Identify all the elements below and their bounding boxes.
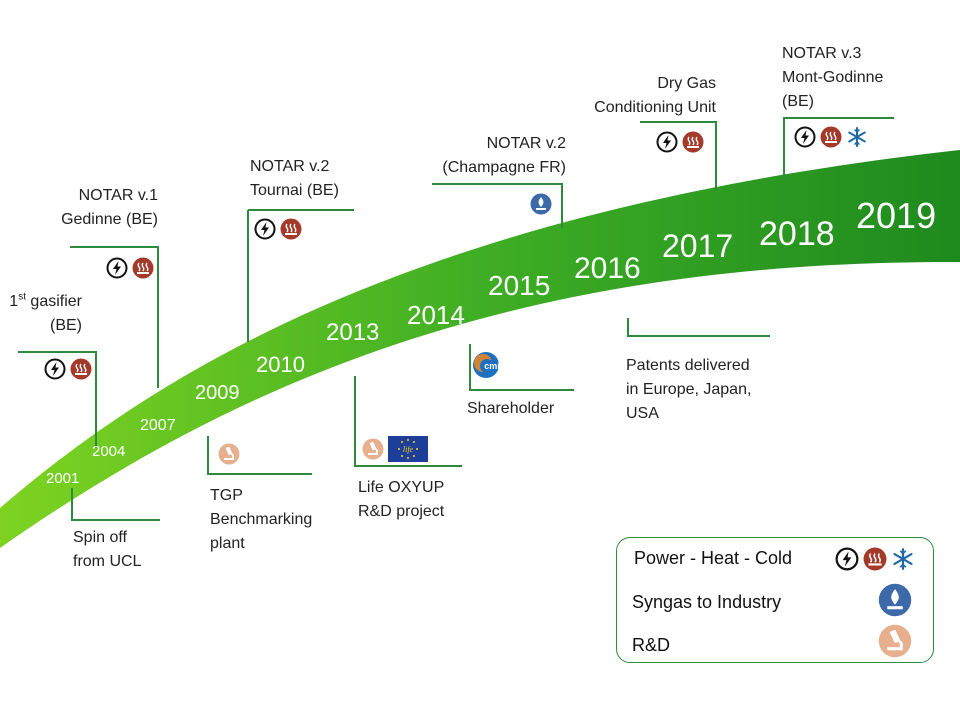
legend-syngas: Syngas to Industry [632,592,782,612]
connector-patents [627,318,770,337]
svg-text:life: life [403,445,414,454]
year-label: 2007 [140,417,176,434]
connector-dry-gas [640,121,717,190]
legend: Power - Heat - Cold Syngas to Industry R… [616,537,934,663]
cmi-logo: cmi [473,352,500,378]
year-label: 2015 [488,270,551,301]
cold-icon [893,548,913,570]
milestone-shareholder: Shareholder [467,400,555,417]
rd-icon [218,443,240,465]
cold-icon [848,127,866,147]
power-icon [106,257,128,279]
milestone-notar-v2-tournai: NOTAR v.2 Tournai (BE) [250,158,339,199]
rd-icon [362,438,384,460]
connector-life-oxyup [354,376,462,467]
power-icon [44,358,66,380]
legend-icons-power-heat-cold [835,547,915,571]
eu-life-logo: life [388,436,428,462]
year-label: 2004 [92,443,126,460]
heat-icon [70,358,92,380]
milestone-patents: Patents delivered in Europe, Japan, USA [626,357,752,422]
icons-notar-v2-champagne [530,193,552,215]
year-label: 2010 [256,352,305,377]
connector-notar-v3 [783,117,894,178]
year-label: 2013 [326,319,380,346]
connector-tgp [207,436,312,475]
connector-gasifier [18,351,97,448]
power-icon [794,126,816,148]
power-icon [656,131,678,153]
icons-notar-v1 [106,257,154,279]
year-label: 2001 [46,470,80,487]
year-label: 2018 [759,215,835,253]
legend-power-heat-cold: Power - Heat - Cold [634,548,793,568]
legend-rd: R&D [632,635,671,655]
heat-icon [863,547,887,571]
icons-dry-gas [656,131,704,153]
milestone-notar-v1: NOTAR v.1 Gedinne (BE) [61,187,158,228]
milestone-notar-v2-champagne: NOTAR v.2 (Champagne FR) [442,135,566,176]
year-label: 2019 [856,195,937,236]
year-label: 2017 [662,228,734,264]
milestone-gasifier: 1st gasifier (BE) [9,291,82,334]
icons-notar-v2-tournai [254,218,302,240]
milestone-tgp: TGP Benchmarking plant [210,487,313,552]
rd-icon [878,624,912,658]
syngas-icon [878,583,912,617]
power-icon [254,218,276,240]
milestone-life-oxyup: Life OXYUP R&D project [358,479,445,520]
icons-shareholder: cmi [471,350,507,380]
syngas-icon [530,193,552,215]
year-label: 2009 [195,382,240,404]
timeline-arc [0,150,960,548]
connectors [18,117,894,521]
icons-gasifier [44,358,92,380]
milestone-notar-v3: NOTAR v.3 Mont-Godinne (BE) [782,45,884,110]
heat-icon [682,131,704,153]
icons-tgp [218,443,240,465]
svg-text:cmi: cmi [484,361,500,371]
connector-spin-off [71,488,160,521]
connector-shareholder [469,344,574,391]
connector-notar-v2-champagne [432,183,563,228]
power-icon [835,547,859,571]
icons-life-oxyup: life [362,436,428,462]
year-label: 2016 [574,252,641,285]
milestone-dry-gas: Dry Gas Conditioning Unit [594,75,716,116]
heat-icon [820,126,842,148]
heat-icon [280,218,302,240]
year-label: 2014 [407,300,465,330]
milestone-spin-off: Spin off from UCL [73,529,142,570]
connector-notar-v1 [70,246,159,388]
heat-icon [132,257,154,279]
icons-notar-v3 [794,126,868,148]
